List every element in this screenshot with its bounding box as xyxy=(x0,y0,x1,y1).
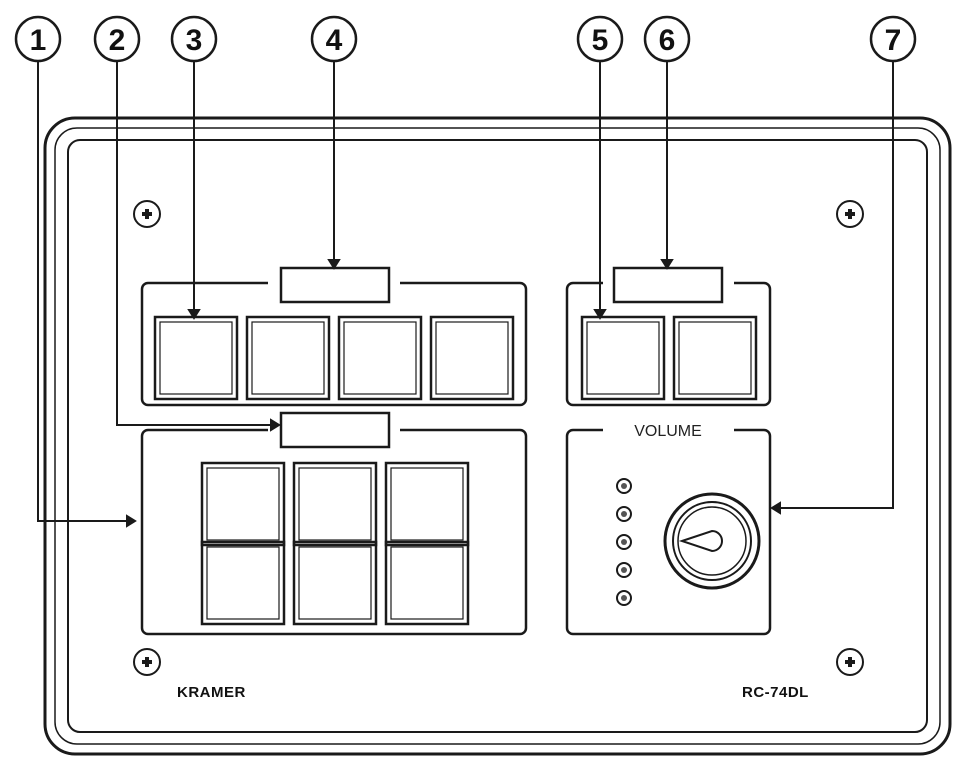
arrow-icon xyxy=(660,259,674,270)
callout-6-label: 6 xyxy=(659,24,676,57)
screw-bottom-right-icon xyxy=(836,648,864,676)
button-6[interactable] xyxy=(672,315,758,401)
led-indicator xyxy=(616,534,632,550)
model-label: RC-74DL xyxy=(742,684,809,701)
button-9[interactable] xyxy=(384,461,470,547)
callout-7-leader xyxy=(778,60,894,509)
led-indicator xyxy=(616,506,632,522)
volume-label: VOLUME xyxy=(634,423,702,440)
brand-label: KRAMER xyxy=(177,684,246,701)
arrow-icon xyxy=(270,418,281,432)
arrow-icon xyxy=(187,309,201,320)
callout-5-label: 5 xyxy=(592,24,609,57)
arrow-icon xyxy=(126,514,137,528)
callout-1-label: 1 xyxy=(30,24,47,57)
callout-5-circle xyxy=(576,15,624,63)
top-left-button-group xyxy=(140,266,528,407)
button-7[interactable] xyxy=(200,461,286,547)
volume-knob[interactable] xyxy=(663,492,761,590)
button-5[interactable] xyxy=(580,315,666,401)
screw-top-left-icon xyxy=(133,200,161,228)
callout-4-label: 4 xyxy=(326,24,343,57)
arrow-icon xyxy=(770,501,781,515)
led-indicator xyxy=(616,562,632,578)
arrow-icon xyxy=(327,259,341,270)
callout-2-label: 2 xyxy=(109,24,126,57)
callout-3-label: 3 xyxy=(186,24,203,57)
callout-7-label: 7 xyxy=(885,24,902,57)
button-1[interactable] xyxy=(153,315,239,401)
arrow-icon xyxy=(593,309,607,320)
screw-bottom-left-icon xyxy=(133,648,161,676)
callout-2-leader xyxy=(116,60,272,426)
callout-labels: 1 2 3 4 5 6 7 xyxy=(30,24,902,57)
group-label-plate-right xyxy=(612,266,724,304)
callout-7-circle xyxy=(869,15,917,63)
volume-group xyxy=(565,428,772,636)
button-11[interactable] xyxy=(292,540,378,626)
callout-circles xyxy=(14,15,917,63)
group-label-plate-top xyxy=(279,266,391,304)
button-12[interactable] xyxy=(384,540,470,626)
callout-3-circle xyxy=(170,15,218,63)
callout-6-circle xyxy=(643,15,691,63)
button-10[interactable] xyxy=(200,540,286,626)
callout-1-circle xyxy=(14,15,62,63)
volume-level-leds xyxy=(616,478,632,606)
top-right-button-group xyxy=(565,266,772,407)
button-2[interactable] xyxy=(245,315,331,401)
callout-1-leader xyxy=(37,60,135,522)
led-indicator xyxy=(616,478,632,494)
callout-2-circle xyxy=(93,15,141,63)
callout-leaders xyxy=(37,60,894,528)
button-3[interactable] xyxy=(337,315,423,401)
screw-top-right-icon xyxy=(836,200,864,228)
group-label-plate-middle xyxy=(279,411,391,449)
callout-4-circle xyxy=(310,15,358,63)
bottom-left-button-group xyxy=(140,411,528,636)
led-indicator xyxy=(616,590,632,606)
button-8[interactable] xyxy=(292,461,378,547)
panel-frame xyxy=(43,116,952,756)
button-4[interactable] xyxy=(429,315,515,401)
